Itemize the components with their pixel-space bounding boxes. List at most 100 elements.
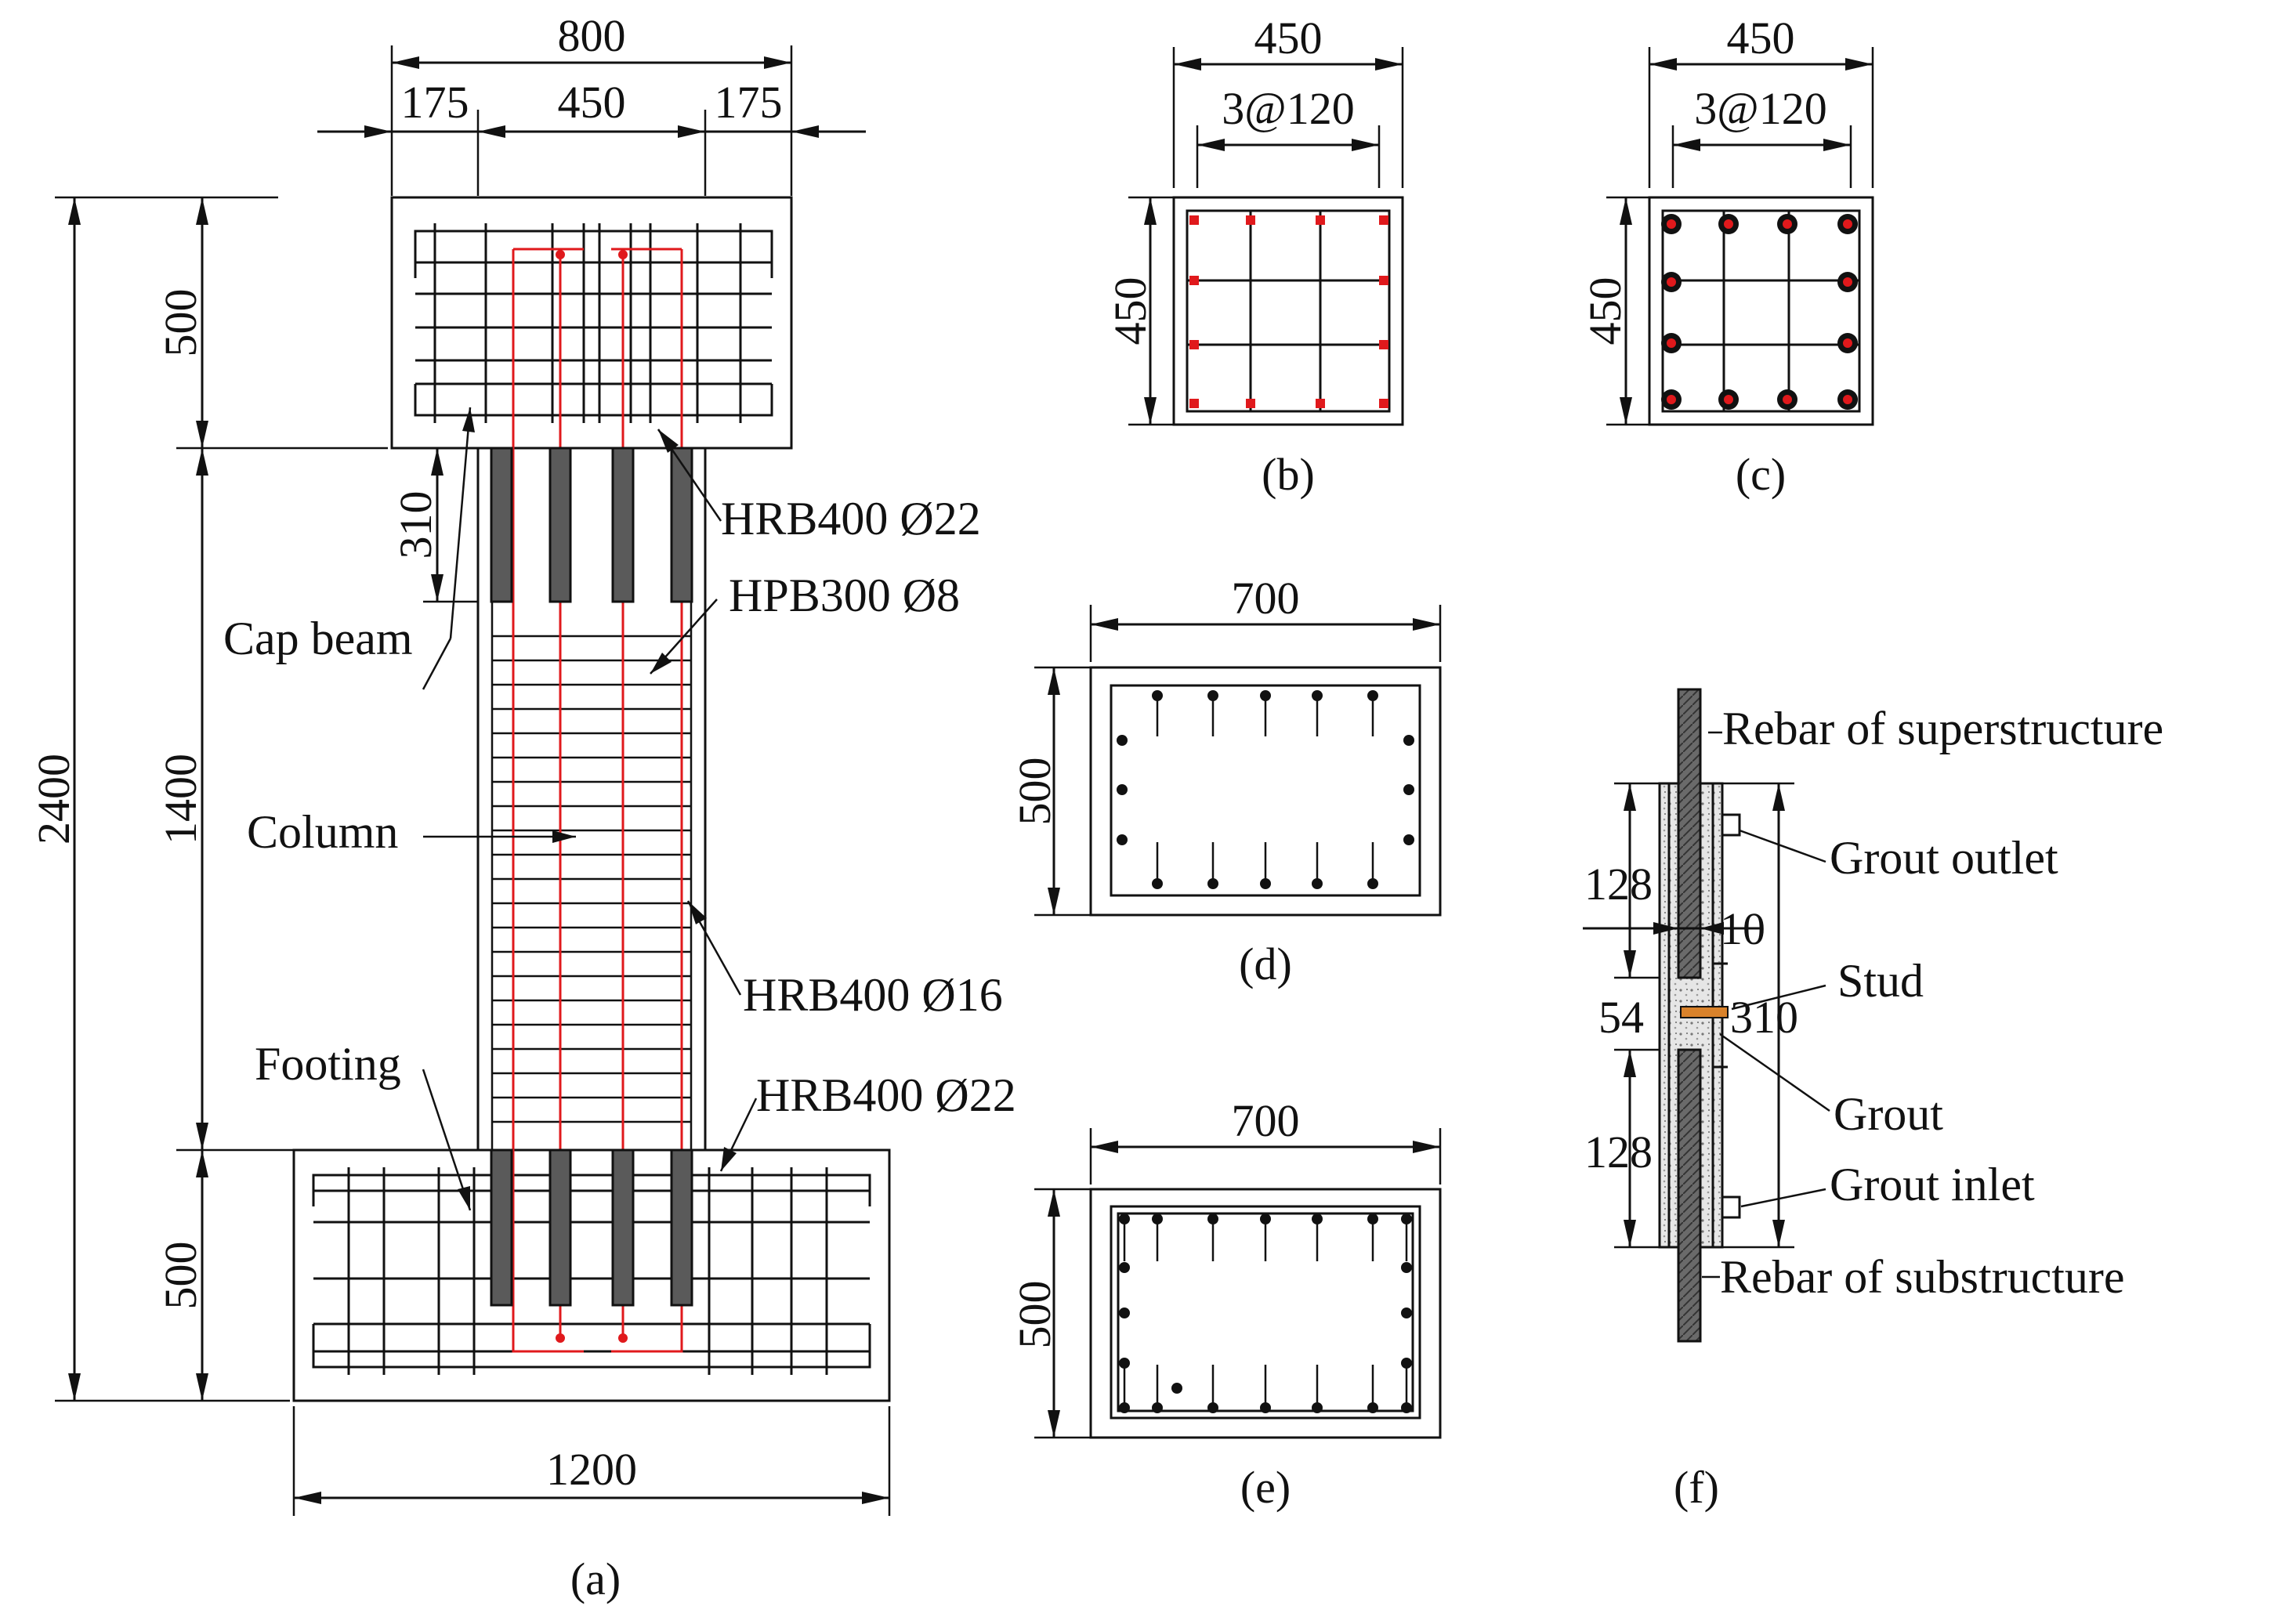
panel-c-spacing: 3@120 <box>1694 83 1826 134</box>
rebar-dot <box>1189 276 1199 285</box>
rebar-dot <box>1117 784 1128 795</box>
rebar-dot <box>1379 215 1388 225</box>
rebar-dot <box>1379 276 1388 285</box>
panel-a-bottom-dimension <box>292 1406 891 1516</box>
rebar-dot <box>1403 784 1414 795</box>
label-grout: Grout <box>1834 1088 1943 1140</box>
caption-e: (e) <box>1240 1462 1291 1513</box>
panel-d-section <box>1034 605 1442 917</box>
grout-inlet-pipe <box>1721 1195 1741 1219</box>
dim-left-offset: 175 <box>401 77 469 128</box>
caption-b: (b) <box>1262 449 1315 500</box>
rebar-core <box>1667 219 1676 229</box>
rebar-dot <box>1119 1358 1130 1369</box>
dim-sleeve-length: 310 <box>390 491 441 559</box>
grout-sleeve-bottom <box>548 1148 572 1307</box>
grout-sleeve-top <box>670 447 693 603</box>
panel-b-height: 450 <box>1105 277 1156 345</box>
rebar-dot <box>1171 1383 1182 1394</box>
grout-sleeve-bottom <box>670 1148 693 1307</box>
rebar-core <box>1843 219 1852 229</box>
rebar-end-dot <box>618 1333 628 1343</box>
rebar-dot <box>1119 1262 1130 1273</box>
panel-f-sleeve-detail <box>1583 688 1830 1343</box>
grout-sleeves <box>490 447 693 1307</box>
rebar-dot <box>1401 1262 1412 1273</box>
label-rebar-top: HRB400 Ø22 <box>721 493 981 544</box>
panel-b-width: 450 <box>1254 13 1323 63</box>
caption-c: (c) <box>1736 449 1786 500</box>
dim-middle: 54 <box>1598 992 1644 1043</box>
panel-d-width: 700 <box>1232 573 1300 624</box>
rebar-dot <box>1403 834 1414 845</box>
label-long-rebar: HRB400 Ø16 <box>743 969 1003 1021</box>
label-footing: Footing <box>255 1038 401 1090</box>
rebar-dot <box>1316 399 1325 408</box>
rebar-dot <box>1189 399 1199 408</box>
dim-sleeve: 310 <box>1730 992 1798 1043</box>
dim-column-height: 1400 <box>155 754 206 845</box>
footing <box>292 1148 891 1402</box>
panel-e-height: 500 <box>1009 1281 1060 1349</box>
caption-a: (a) <box>570 1553 621 1604</box>
rebar-dot <box>1119 1308 1130 1318</box>
panel-a-leaders <box>422 407 758 1211</box>
rebar-dot <box>1316 215 1325 225</box>
rebar-end-dot <box>618 250 628 259</box>
rebar-superstructure <box>1677 688 1702 979</box>
rebar-dot <box>1403 735 1414 746</box>
dim-total-height: 2400 <box>28 754 79 845</box>
label-stirrup: HPB300 Ø8 <box>729 570 960 621</box>
label-grout-outlet: Grout outlet <box>1830 832 2058 884</box>
grout-sleeve-bottom <box>611 1148 635 1307</box>
dim-total-width: 800 <box>558 10 626 61</box>
rebar-dot <box>1246 399 1255 408</box>
rebar-core <box>1843 277 1852 287</box>
rebar-dot <box>1117 834 1128 845</box>
label-grout-inlet: Grout inlet <box>1830 1159 2035 1210</box>
rebar-dot <box>1189 215 1199 225</box>
stud <box>1680 1006 1729 1018</box>
rebar-dot <box>1401 1358 1412 1369</box>
rebar-core <box>1783 219 1792 229</box>
caption-d: (d) <box>1239 939 1292 989</box>
dim-footing-height: 500 <box>155 1242 206 1310</box>
cap-beam <box>390 196 793 450</box>
rebar-dot <box>1117 735 1128 746</box>
grout-sleeve-top <box>548 447 572 603</box>
grout-sleeve-top <box>611 447 635 603</box>
caption-f: (f) <box>1674 1462 1719 1513</box>
rebar-dot <box>1379 399 1388 408</box>
panel-a-elevation: 800 175 450 175 2400 500 1400 <box>28 10 1016 1604</box>
panel-a-top-dimensions <box>317 45 866 196</box>
dim-lower: 128 <box>1584 1127 1653 1177</box>
rebar-dot <box>1246 215 1255 225</box>
dim-gap: 10 <box>1720 903 1765 954</box>
rebar-core <box>1724 219 1733 229</box>
label-cap-beam: Cap beam <box>223 613 413 664</box>
rebar-core <box>1724 395 1733 404</box>
rebar-core <box>1667 395 1676 404</box>
rebar-end-dot <box>556 1333 565 1343</box>
rebar-dot <box>1401 1308 1412 1318</box>
grout-sleeve-bottom <box>490 1148 513 1307</box>
panel-d-height: 500 <box>1009 758 1060 826</box>
label-stud: Stud <box>1837 955 1924 1007</box>
panel-c-width: 450 <box>1727 13 1795 63</box>
rebar-core <box>1667 338 1676 348</box>
label-rebar-superstructure: Rebar of superstructure <box>1722 703 2163 754</box>
dim-upper: 128 <box>1584 859 1653 910</box>
dim-right-offset: 175 <box>715 77 783 128</box>
panel-e-section <box>1034 1128 1442 1439</box>
dim-footing-width: 1200 <box>546 1444 637 1495</box>
label-column: Column <box>247 806 398 858</box>
rebar-dot <box>1189 340 1199 349</box>
panel-e-width: 700 <box>1232 1095 1300 1146</box>
rebar-dot <box>1379 340 1388 349</box>
rebar-core <box>1667 277 1676 287</box>
panel-c-section <box>1606 47 1874 426</box>
panel-c-height: 450 <box>1580 277 1631 345</box>
rebar-core <box>1783 395 1792 404</box>
label-rebar-substructure: Rebar of substructure <box>1720 1251 2125 1303</box>
